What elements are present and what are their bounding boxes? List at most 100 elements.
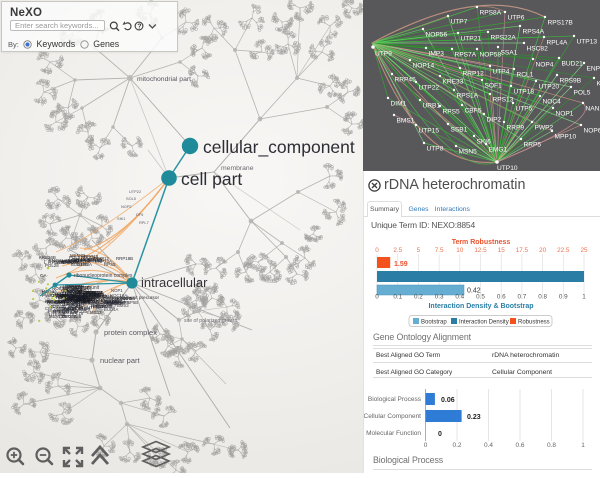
svg-text:UTP15: UTP15 — [76, 258, 90, 263]
svg-text:NOP2: NOP2 — [121, 204, 132, 209]
svg-text:0: 0 — [424, 442, 428, 449]
svg-text:IMP3: IMP3 — [429, 51, 445, 58]
svg-text:2.5: 2.5 — [393, 247, 402, 254]
svg-text:MPP10: MPP10 — [555, 134, 577, 141]
svg-text:L RPS1A: L RPS1A — [44, 260, 65, 266]
svg-text:RRP9: RRP9 — [507, 125, 525, 132]
svg-text:protein complex: protein complex — [104, 328, 157, 337]
svg-text:RPS8A: RPS8A — [480, 10, 502, 17]
svg-text:SSB1: SSB1 — [451, 127, 468, 134]
svg-text:?: ? — [137, 24, 141, 31]
svg-text:NOC4: NOC4 — [543, 99, 562, 106]
svg-text:MSN5: MSN5 — [459, 149, 478, 156]
svg-text:UTP15: UTP15 — [419, 128, 440, 135]
svg-text:NOP1: NOP1 — [556, 111, 574, 118]
svg-text:RPS5: RPS5 — [443, 109, 461, 116]
svg-text:0.06: 0.06 — [441, 397, 455, 404]
svg-text:RPL4A: RPL4A — [547, 40, 568, 47]
svg-text:SSA1: SSA1 — [501, 50, 518, 57]
svg-text:RPS9B: RPS9B — [560, 78, 582, 85]
svg-text:UTP4: UTP4 — [493, 69, 510, 76]
svg-text:RPL7: RPL7 — [139, 220, 149, 225]
svg-text:0: 0 — [375, 247, 379, 254]
svg-text:1: 1 — [582, 294, 586, 301]
svg-text:12.5: 12.5 — [474, 247, 487, 254]
svg-text:UTP21: UTP21 — [461, 36, 482, 43]
svg-text:UTP20: UTP20 — [539, 84, 560, 91]
svg-text:0.23: 0.23 — [467, 414, 481, 421]
svg-text:0.5: 0.5 — [476, 294, 485, 301]
svg-text:SKI6: SKI6 — [477, 139, 492, 146]
svg-text:RRP18B: RRP18B — [116, 256, 133, 261]
svg-text:DIM1: DIM1 — [391, 101, 407, 108]
svg-text:0.1: 0.1 — [393, 294, 402, 301]
svg-text:Interaction Density & Bootstra: Interaction Density & Bootstrap — [428, 303, 533, 310]
svg-text:UTP12B: UTP12B — [53, 309, 69, 314]
svg-text:17.5: 17.5 — [516, 247, 529, 254]
svg-text:1: 1 — [581, 442, 585, 449]
svg-text:0.9: 0.9 — [559, 294, 568, 301]
svg-text:SKI28: SKI28 — [78, 306, 90, 311]
svg-text:RPS17B: RPS17B — [548, 20, 574, 27]
svg-text:intracellular: intracellular — [141, 275, 208, 290]
svg-text:0.8: 0.8 — [547, 442, 556, 449]
svg-text:NOP58: NOP58 — [480, 52, 502, 59]
svg-text:KRE: KRE — [597, 81, 600, 88]
svg-text:nuclear part: nuclear part — [100, 356, 141, 365]
svg-text:ribosomal subunit: ribosomal subunit — [60, 285, 100, 291]
svg-text:mitochondrial part: mitochondrial part — [137, 76, 191, 83]
svg-text:CBF5: CBF5 — [465, 108, 482, 115]
svg-text:HSC82: HSC82 — [527, 46, 549, 53]
svg-text:Bootstrap: Bootstrap — [421, 320, 447, 326]
svg-text:NOP6: NOP6 — [584, 128, 600, 135]
svg-text:UTP7: UTP7 — [451, 19, 468, 26]
svg-text:NOP4: NOP4 — [536, 62, 554, 69]
svg-text:SOF1: SOF1 — [485, 83, 503, 90]
svg-text:EMG1: EMG1 — [489, 147, 508, 154]
svg-text:7.5: 7.5 — [435, 247, 444, 254]
svg-text:NOP1: NOP1 — [111, 288, 123, 293]
svg-text:BMS1: BMS1 — [397, 118, 415, 125]
svg-text:RRP12: RRP12 — [463, 71, 485, 78]
svg-text:SIK1: SIK1 — [117, 216, 125, 221]
svg-text:0.7: 0.7 — [518, 294, 527, 301]
svg-text:RPS1A: RPS1A — [457, 93, 479, 100]
svg-text:ENP1: ENP1 — [587, 66, 600, 73]
svg-text:60S ribosomal subunit precurso: 60S ribosomal subunit precursor — [90, 295, 159, 301]
svg-text:Interaction Density: Interaction Density — [459, 320, 509, 326]
svg-text:UTP22: UTP22 — [129, 189, 141, 194]
svg-text:DIP2: DIP2 — [487, 117, 502, 124]
svg-text:0.4: 0.4 — [484, 442, 493, 449]
svg-text:15: 15 — [498, 247, 506, 254]
svg-text:KRE33: KRE33 — [443, 79, 464, 86]
svg-text:NOP56: NOP56 — [426, 32, 448, 39]
svg-text:5: 5 — [417, 247, 421, 254]
svg-text:0.3: 0.3 — [435, 294, 444, 301]
svg-text:UTP22: UTP22 — [419, 85, 440, 92]
svg-text:PWP2: PWP2 — [535, 125, 554, 132]
svg-text:UTP8: UTP8 — [427, 146, 444, 153]
svg-text:0.8: 0.8 — [538, 294, 547, 301]
svg-text:0.6: 0.6 — [497, 294, 506, 301]
svg-text:Biological Process: Biological Process — [368, 396, 422, 403]
svg-text:SOL5: SOL5 — [126, 196, 136, 201]
svg-text:DF5: DF5 — [136, 212, 143, 217]
svg-text:10: 10 — [456, 247, 464, 254]
svg-text:0.2: 0.2 — [414, 294, 423, 301]
svg-text:0.4: 0.4 — [455, 294, 464, 301]
svg-text:RCL1: RCL1 — [517, 72, 534, 79]
svg-text:RPS5: RPS5 — [104, 262, 116, 267]
svg-text:POL5: POL5 — [574, 90, 591, 97]
svg-text:22.5: 22.5 — [557, 247, 570, 254]
svg-text:Molecular Function: Molecular Function — [366, 430, 421, 437]
svg-text:UTP13: UTP13 — [577, 39, 598, 46]
svg-text:20: 20 — [539, 247, 547, 254]
svg-text:UTP9: UTP9 — [375, 51, 392, 58]
svg-text:1.59: 1.59 — [394, 261, 408, 268]
svg-text:RPS13: RPS13 — [493, 97, 514, 104]
svg-text:UTP5: UTP5 — [516, 106, 533, 113]
svg-text:BUD21: BUD21 — [562, 61, 584, 68]
svg-text:0.6: 0.6 — [515, 442, 524, 449]
svg-text:25: 25 — [580, 247, 588, 254]
svg-text:NOP14: NOP14 — [413, 63, 435, 70]
